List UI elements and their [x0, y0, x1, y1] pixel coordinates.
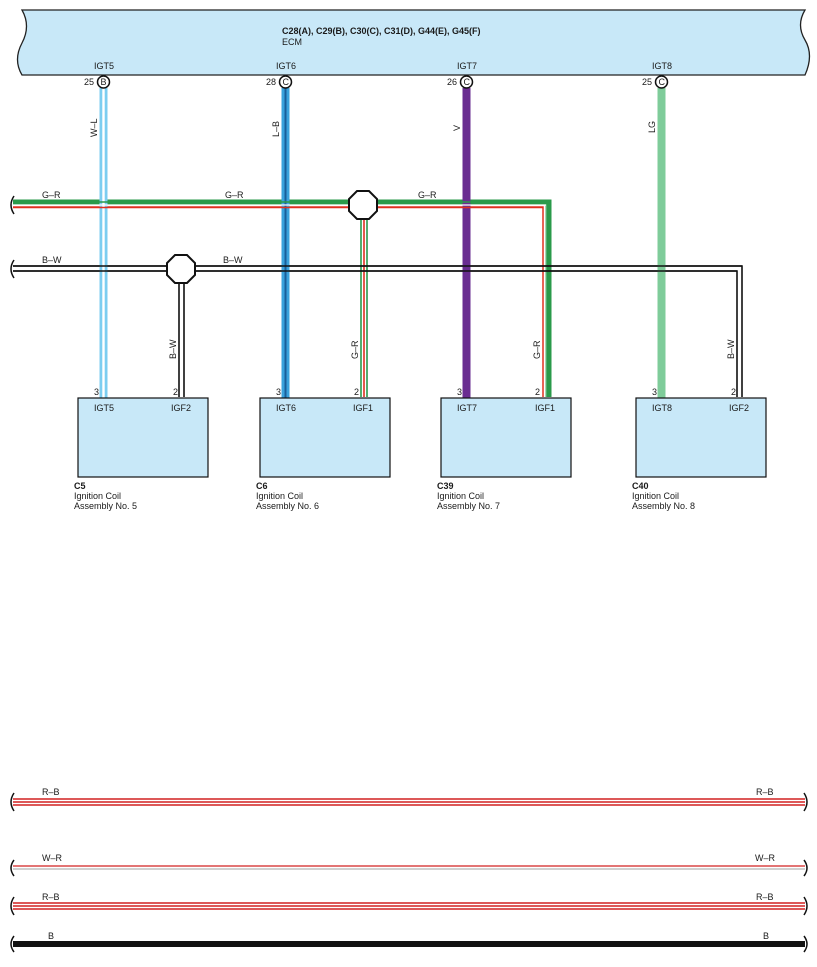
svg-text:IGT7: IGT7: [457, 61, 477, 71]
c39-drop-label: G–R: [532, 340, 542, 359]
svg-text:Ignition Coil: Ignition Coil: [74, 491, 121, 501]
svg-text:2: 2: [173, 387, 178, 397]
svg-text:B: B: [763, 931, 769, 941]
svg-text:Assembly No. 6: Assembly No. 6: [256, 501, 319, 511]
svg-text:IGF2: IGF2: [171, 403, 191, 413]
svg-text:C5: C5: [74, 481, 86, 491]
igt5-wire: [99, 88, 108, 398]
l-b-label: L–B: [271, 121, 281, 137]
igt7-wire: [462, 88, 471, 398]
b-w-bus: [13, 265, 743, 397]
svg-text:Ignition Coil: Ignition Coil: [256, 491, 303, 501]
ecm-pin-igt5: IGT5 25 B: [84, 61, 114, 89]
coil-c5: 3 2 IGT5 IGF2 C5 Ignition Coil Assembly …: [74, 387, 209, 511]
svg-text:2: 2: [354, 387, 359, 397]
g-r-label-1: G–R: [42, 190, 61, 200]
g-r-label-2: G–R: [225, 190, 244, 200]
svg-text:3: 3: [94, 387, 99, 397]
svg-text:25: 25: [642, 77, 652, 87]
w-l-label: W–L: [89, 118, 99, 137]
g-r-break-mark: [10, 195, 15, 215]
svg-text:R–B: R–B: [42, 787, 60, 797]
splice-b-w: [166, 254, 196, 284]
svg-text:Assembly No. 7: Assembly No. 7: [437, 501, 500, 511]
c6-drop-label: G–R: [350, 340, 360, 359]
svg-text:IGF1: IGF1: [353, 403, 373, 413]
c40-drop-label: B–W: [726, 339, 736, 359]
svg-text:B: B: [48, 931, 54, 941]
svg-text:R–B: R–B: [756, 892, 774, 902]
svg-text:2: 2: [535, 387, 540, 397]
svg-text:IGT6: IGT6: [276, 61, 296, 71]
b-w-label-2: B–W: [223, 255, 243, 265]
svg-text:Assembly No. 5: Assembly No. 5: [74, 501, 137, 511]
svg-text:IGT8: IGT8: [652, 403, 672, 413]
svg-text:C40: C40: [632, 481, 649, 491]
ecm-pin-igt7: IGT7 26 C: [447, 61, 477, 89]
svg-text:IGT6: IGT6: [276, 403, 296, 413]
ecm-connectors: C28(A), C29(B), C30(C), C31(D), G44(E), …: [282, 26, 481, 36]
svg-text:IGT5: IGT5: [94, 403, 114, 413]
igt6-wire: [281, 88, 290, 398]
svg-text:R–B: R–B: [756, 787, 774, 797]
ecm-pin-igt6: IGT6 28 C: [266, 61, 296, 89]
power-line-3: R–B R–B: [10, 892, 808, 916]
b-w-break-mark: [10, 259, 15, 279]
svg-text:C6: C6: [256, 481, 268, 491]
svg-text:IGF2: IGF2: [729, 403, 749, 413]
c5-drop-label: B–W: [168, 339, 178, 359]
ecm-pin-igt8: IGT8 25 C: [642, 61, 672, 89]
svg-text:IGT7: IGT7: [457, 403, 477, 413]
svg-text:28: 28: [266, 77, 276, 87]
svg-text:2: 2: [731, 387, 736, 397]
svg-text:B: B: [101, 77, 107, 87]
svg-text:C: C: [283, 77, 290, 87]
v-label: V: [452, 125, 462, 131]
svg-text:26: 26: [447, 77, 457, 87]
coil-c6: 3 2 IGT6 IGF1 C6 Ignition Coil Assembly …: [256, 387, 391, 511]
igt8-wire: [657, 88, 666, 398]
coil-c40: 3 2 IGT8 IGF2 C40 Ignition Coil Assembly…: [632, 387, 767, 511]
svg-text:IGT5: IGT5: [94, 61, 114, 71]
svg-text:Assembly No. 8: Assembly No. 8: [632, 501, 695, 511]
svg-text:C: C: [464, 77, 471, 87]
svg-text:3: 3: [652, 387, 657, 397]
svg-text:W–R: W–R: [42, 853, 63, 863]
svg-text:C39: C39: [437, 481, 454, 491]
svg-text:C: C: [659, 77, 666, 87]
power-line-4: B B: [10, 931, 808, 953]
bus-overlay: [13, 201, 742, 272]
svg-text:Ignition Coil: Ignition Coil: [632, 491, 679, 501]
svg-text:W–R: W–R: [755, 853, 776, 863]
svg-text:IGT8: IGT8: [652, 61, 672, 71]
lg-label: LG: [647, 121, 657, 133]
svg-text:R–B: R–B: [42, 892, 60, 902]
g-r-label-3: G–R: [418, 190, 437, 200]
svg-text:Ignition Coil: Ignition Coil: [437, 491, 484, 501]
svg-text:IGF1: IGF1: [535, 403, 555, 413]
power-line-2: W–R W–R: [10, 853, 808, 877]
svg-text:3: 3: [457, 387, 462, 397]
b-w-label-1: B–W: [42, 255, 62, 265]
svg-text:25: 25: [84, 77, 94, 87]
coil-c39: 3 2 IGT7 IGF1 C39 Ignition Coil Assembly…: [437, 387, 572, 511]
ecm-box: C28(A), C29(B), C30(C), C31(D), G44(E), …: [16, 9, 811, 76]
ecm-name: ECM: [282, 37, 302, 47]
power-line-1: R–B R–B: [10, 787, 808, 812]
svg-text:3: 3: [276, 387, 281, 397]
splice-g-r: [348, 190, 378, 220]
